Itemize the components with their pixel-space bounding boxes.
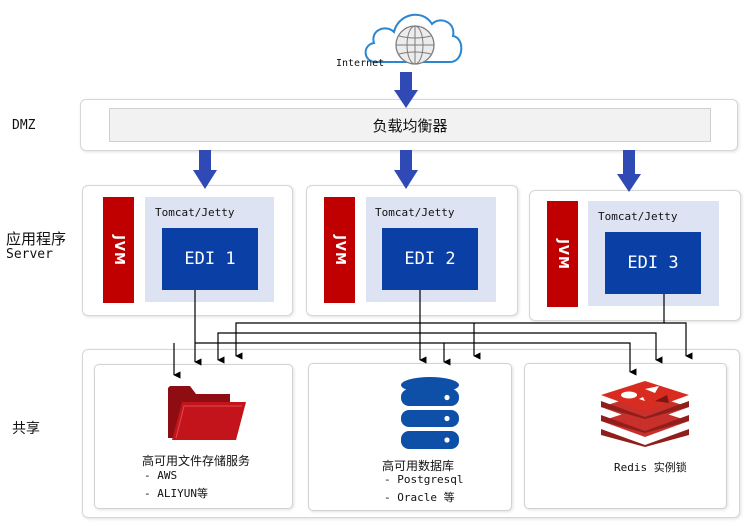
edi-instance-2: EDI 2: [382, 228, 478, 290]
jvm-badge-1: JVM: [103, 197, 134, 303]
jvm-badge-3: JVM: [547, 201, 578, 307]
zone-label-dmz: DMZ: [12, 118, 36, 133]
redis-title: Redis 实例锁: [614, 461, 687, 474]
folder-icon: [168, 386, 246, 440]
globe-icon: [395, 25, 435, 65]
file-storage-item-aws: - AWS: [144, 469, 178, 482]
arrow-internet-to-lb: [394, 72, 418, 108]
redis-icon: [601, 381, 689, 447]
database-item-postgresql: - Postgresql: [384, 473, 464, 486]
arrow-lb-to-server-2: [394, 150, 418, 189]
database-title: 高可用数据库: [382, 459, 455, 473]
connector-edi1: [173, 290, 637, 379]
internet-cloud-icon: [364, 13, 463, 65]
file-storage-title: 高可用文件存储服务: [142, 454, 251, 468]
database-item-oracle: - Oracle 等: [384, 491, 455, 504]
edi-instance-3: EDI 3: [605, 232, 701, 294]
zone-label-server: Server: [6, 247, 53, 262]
jvm-badge-2: JVM: [324, 197, 355, 303]
database-icon: [401, 377, 459, 449]
internet-label: Internet: [336, 58, 385, 69]
arrow-lb-to-server-3: [617, 150, 641, 192]
load-balancer: 负载均衡器: [109, 108, 711, 142]
zone-label-shared: 共享: [12, 421, 40, 437]
file-storage-item-aliyun: - ALIYUN等: [144, 487, 208, 500]
arrow-lb-to-server-1: [193, 150, 217, 189]
edi-instance-1: EDI 1: [162, 228, 258, 290]
container-label-3: Tomcat/Jetty: [598, 210, 678, 223]
container-label-1: Tomcat/Jetty: [155, 206, 235, 219]
zone-label-app: 应用程序: [6, 230, 67, 248]
container-label-2: Tomcat/Jetty: [375, 206, 455, 219]
connector-edi3: [235, 294, 693, 360]
connector-edi2: [217, 290, 663, 364]
